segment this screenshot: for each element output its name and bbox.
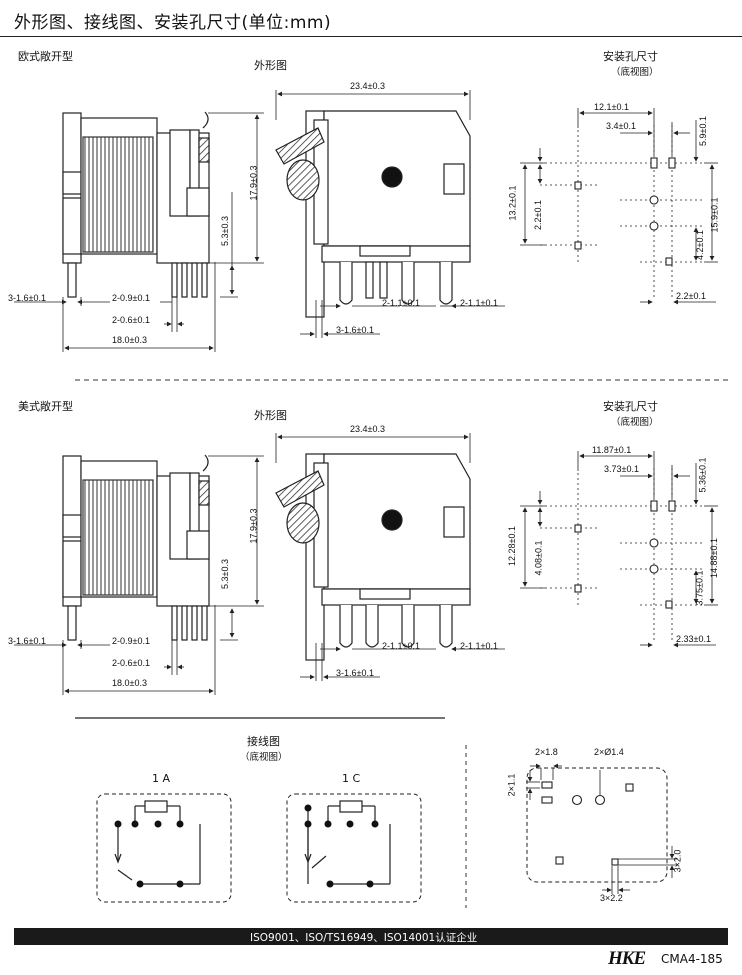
us-dim-3-16b: 3-1.6±0.1 bbox=[336, 668, 374, 678]
eu-hole-34: 3.4±0.1 bbox=[606, 121, 636, 131]
eu-side-view bbox=[62, 111, 210, 298]
eu-dim-pinlen: 5.3±0.3 bbox=[219, 216, 230, 246]
eu-hole-59: 5.9±0.1 bbox=[697, 116, 708, 146]
us-dim-2-06: 2-0.6±0.1 bbox=[112, 658, 150, 668]
wiring-title: 接线图 bbox=[247, 735, 280, 748]
eu-outline-label: 外形图 bbox=[254, 59, 287, 72]
us-dim-width: 23.4±0.3 bbox=[350, 424, 385, 434]
eu-dim-width: 23.4±0.3 bbox=[350, 81, 385, 91]
pcb-dim-3x22: 3×2.2 bbox=[600, 893, 623, 903]
eu-hole-159: 15.9±0.1 bbox=[709, 197, 720, 233]
us-hole-title: 安装孔尺寸 bbox=[603, 400, 658, 413]
eu-dim-2-11a: 2-1.1±0.1 bbox=[382, 298, 420, 308]
brand-logo: HKE bbox=[608, 948, 646, 969]
page-code: CMA4-185 bbox=[661, 952, 723, 966]
eu-dim-3-16b: 3-1.6±0.1 bbox=[336, 325, 374, 335]
pcb-dim-2x18: 2×1.8 bbox=[535, 747, 558, 757]
eu-section-title: 欧式敞开型 bbox=[18, 50, 73, 63]
eu-hole-22: 2.2±0.1 bbox=[532, 200, 543, 230]
eu-hole-22b: 2.2±0.1 bbox=[676, 291, 706, 301]
wiring-1a bbox=[96, 793, 232, 903]
us-hole-536: 5.36±0.1 bbox=[697, 457, 708, 493]
us-dim-2-11a: 2-1.1±0.1 bbox=[382, 641, 420, 651]
wiring-1c-label: 1 C bbox=[342, 772, 361, 785]
us-dim-18: 18.0±0.3 bbox=[112, 678, 147, 688]
eu-dim-2-09: 2-0.9±0.1 bbox=[112, 293, 150, 303]
eu-dim-18: 18.0±0.3 bbox=[112, 335, 147, 345]
eu-front-view bbox=[275, 110, 471, 318]
us-dim-height: 17.9±0.3 bbox=[248, 508, 259, 544]
us-dim-2-11b: 2-1.1±0.1 bbox=[460, 641, 498, 651]
wiring-1a-label: 1 A bbox=[152, 772, 171, 785]
header-bar bbox=[0, 0, 742, 37]
eu-dim-2-06: 2-0.6±0.1 bbox=[112, 315, 150, 325]
us-hole-sub: （底视图） bbox=[611, 417, 659, 428]
us-hole-373: 3.73±0.1 bbox=[604, 464, 639, 474]
eu-drawings bbox=[14, 90, 718, 352]
eu-hole-title: 安装孔尺寸 bbox=[603, 50, 658, 63]
eu-dim-3-16: 3-1.6±0.1 bbox=[8, 293, 46, 303]
us-dim-2-09: 2-0.9±0.1 bbox=[112, 636, 150, 646]
pcb-dim-2x11: 2×1.1 bbox=[506, 773, 517, 797]
pcb-dim-2xo14: 2×Ø1.4 bbox=[594, 747, 624, 757]
us-hole-375: 3.75±0.1 bbox=[694, 570, 705, 606]
wiring-1c bbox=[286, 793, 422, 903]
us-section-title: 美式敞开型 bbox=[18, 400, 73, 413]
page-title: 外形图、接线图、安装孔尺寸(单位:mm) bbox=[14, 13, 332, 33]
pcb-dim-3x20: 3×2.0 bbox=[672, 849, 683, 873]
us-hole-1228: 12.28±0.1 bbox=[506, 526, 517, 566]
us-dim-pinlen: 5.3±0.3 bbox=[219, 559, 230, 589]
us-hole-1488: 14.88±0.1 bbox=[708, 538, 719, 578]
eu-dim-height: 17.9±0.3 bbox=[248, 165, 259, 201]
eu-dim-2-11b: 2-1.1±0.1 bbox=[460, 298, 498, 308]
us-hole-1187: 11.87±0.1 bbox=[592, 445, 632, 455]
eu-hole-121: 12.1±0.1 bbox=[594, 102, 629, 112]
eu-hole-42: 4.2±0.1 bbox=[694, 230, 705, 260]
us-outline-label: 外形图 bbox=[254, 409, 287, 422]
eu-hole-layout bbox=[520, 108, 718, 305]
us-hole-233: 2.33±0.1 bbox=[676, 634, 711, 644]
us-dim-3-16: 3-1.6±0.1 bbox=[8, 636, 46, 646]
us-drawings bbox=[14, 433, 718, 695]
eu-hole-132: 13.2±0.1 bbox=[507, 185, 518, 221]
pcb-layout bbox=[526, 763, 678, 894]
footer-bar bbox=[14, 928, 728, 945]
eu-hole-sub: （底视图） bbox=[611, 67, 659, 78]
us-hole-408: 4.08±0.1 bbox=[533, 540, 544, 576]
footer-cert: ISO9001、ISO/TS16949、ISO14001认证企业 bbox=[250, 932, 478, 944]
wiring-sub: （底视图） bbox=[240, 752, 288, 763]
